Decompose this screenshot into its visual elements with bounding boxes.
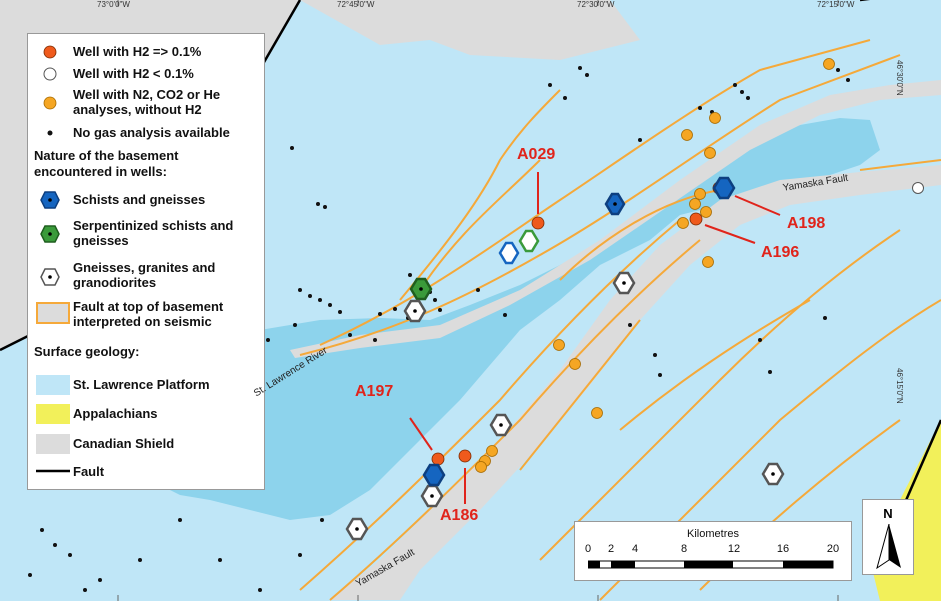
legend-heading-basement: Nature of the basement encountered in we… (34, 148, 179, 179)
well-label-a186: A186 (440, 507, 479, 524)
appalachians-swatch-icon (36, 404, 70, 424)
scale-title: Kilometres (687, 528, 739, 540)
legend-item-seismic-fault: Fault at top of basement interpreted on … (28, 299, 266, 331)
well-label-a029: A029 (517, 146, 556, 163)
legend-item-h2-high: Well with H2 => 0.1% (28, 44, 266, 60)
label-leaders (409, 172, 781, 504)
north-arrow: N (862, 499, 914, 575)
wells-orange (475, 58, 835, 473)
wells-h2-low (912, 182, 924, 194)
legend-item-shield: Canadian Shield (28, 434, 266, 454)
legend-label: Well with H2 < 0.1% (73, 66, 194, 81)
platform-swatch-icon (36, 375, 70, 395)
legend-heading-surface: Surface geology: (34, 344, 140, 359)
legend-label: Gneisses, granites and granodiorites (73, 260, 216, 290)
white-hexagon-icon (40, 268, 60, 286)
coord-lon-3: 72°30'0"W (577, 0, 615, 9)
legend-label: Appalachians (73, 406, 158, 421)
graticule (117, 0, 839, 601)
well-label-a197: A197 (355, 383, 394, 400)
legend-item-gneisses: Gneisses, granites and granodiorites (28, 260, 266, 294)
canadian-shield-north (300, 0, 640, 60)
legend-label: Fault at top of basement interpreted on … (73, 299, 224, 329)
legend-item-appalachians: Appalachians (28, 404, 266, 424)
legend-item-schists: Schists and gneisses (28, 191, 266, 209)
legend-label: Well with H2 => 0.1% (73, 44, 202, 59)
well-label-a196: A196 (761, 244, 800, 261)
shield-swatch-icon (36, 434, 70, 454)
legend: Well with H2 => 0.1% Well with H2 < 0.1%… (27, 33, 265, 490)
scale-tick: 0 (584, 543, 592, 555)
orange-dot-icon (43, 96, 57, 110)
scale-bar-graphic (588, 560, 834, 569)
north-arrow-icon (876, 524, 901, 570)
scale-tick: 2 (607, 543, 615, 555)
coord-lon-4: 72°15'0"W (817, 0, 855, 9)
shield-corridor (330, 165, 941, 600)
hex-center-dots (355, 202, 775, 531)
scale-tick: 20 (826, 543, 840, 555)
well-label-a198: A198 (787, 215, 826, 232)
legend-label: Well with N2, CO2 or He analyses, withou… (73, 87, 221, 117)
white-dot-icon (43, 67, 57, 81)
coord-lat-1: 46°30'0"N (895, 60, 904, 96)
scale-tick: 4 (631, 543, 639, 555)
legend-label: St. Lawrence Platform (73, 377, 210, 392)
coord-lon-2: 72°45'0"W (337, 0, 375, 9)
scale-bar: Kilometres 0 2 4 8 12 16 20 (574, 521, 852, 581)
legend-item-other-gas: Well with N2, CO2 or He analyses, withou… (28, 87, 266, 121)
seismic-faults (299, 39, 941, 601)
legend-label: Canadian Shield (73, 436, 175, 451)
legend-item-h2-low: Well with H2 < 0.1% (28, 66, 266, 82)
fault-line-icon (36, 469, 70, 473)
red-dot-icon (43, 45, 57, 59)
fault-box-icon (36, 302, 70, 324)
legend-label: Fault (73, 464, 105, 479)
legend-item-no-analysis: No gas analysis available (28, 125, 266, 141)
st-lawrence-river (100, 118, 880, 520)
green-hexagon-icon (40, 225, 60, 243)
scale-tick: 12 (727, 543, 741, 555)
legend-label: No gas analysis available (73, 125, 230, 140)
legend-item-fault: Fault (28, 464, 266, 482)
legend-label: Serpentinized schists and gneisses (73, 218, 234, 248)
legend-label: Schists and gneisses (73, 192, 206, 207)
north-letter: N (883, 506, 893, 521)
scale-tick: 8 (680, 543, 688, 555)
legend-item-serpentinized: Serpentinized schists and gneisses (28, 218, 266, 250)
wells-no-analysis (28, 66, 850, 592)
legend-item-platform: St. Lawrence Platform (28, 375, 266, 395)
scale-tick: 16 (776, 543, 790, 555)
coord-lat-2: 46°15'0"N (895, 368, 904, 404)
coord-lon-1: 73°0'0"W (97, 0, 130, 9)
blue-hexagon-icon (40, 191, 60, 209)
black-dot-icon (47, 130, 53, 136)
